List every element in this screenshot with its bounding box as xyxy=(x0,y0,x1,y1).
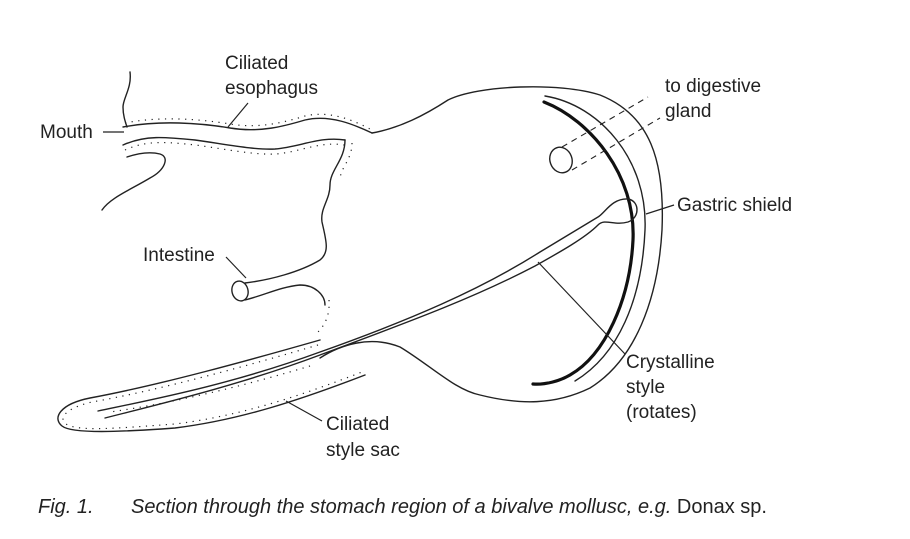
caption-genus: Donax sp. xyxy=(677,496,767,518)
label-crystalline-1: Crystalline xyxy=(626,352,715,373)
label-style-sac-2: style sac xyxy=(326,440,400,461)
esophagus-upper-wall xyxy=(122,117,373,134)
label-ciliated-esophagus-1: Ciliated xyxy=(225,53,288,74)
intestine-cilia xyxy=(339,142,353,181)
gastric-shield-leader xyxy=(645,204,675,215)
esophagus-leader xyxy=(227,102,249,128)
caption-text: Section through the stomach region of a … xyxy=(131,496,671,518)
stomach-inner-lining xyxy=(544,95,646,382)
label-mouth: Mouth xyxy=(40,122,93,143)
digestive-duct-upper xyxy=(561,96,649,148)
esophagus-lower-cilia xyxy=(124,141,345,155)
crystalline-style xyxy=(97,198,638,419)
crystalline-leader xyxy=(537,261,626,355)
label-ciliated-esophagus-2: esophagus xyxy=(225,78,318,99)
esophagus-upper-cilia xyxy=(124,113,371,130)
intestine-leader xyxy=(225,256,247,279)
style-sac-cilia xyxy=(62,344,363,430)
mouth-lower-lip xyxy=(101,152,166,211)
esophagus-lower-wall xyxy=(122,136,346,150)
figure-caption: Fig. 1. Section through the stomach regi… xyxy=(38,496,767,518)
label-style-sac-1: Ciliated xyxy=(326,414,389,435)
label-intestine: Intestine xyxy=(143,245,215,266)
gastric-shield xyxy=(531,100,635,386)
label-crystalline-2: style xyxy=(626,377,665,398)
style-sac-outer xyxy=(57,339,366,433)
caption-number: Fig. 1. xyxy=(38,496,94,518)
stomach-outer-wall xyxy=(319,86,664,403)
intestine-opening xyxy=(231,280,249,302)
style-sac-leader xyxy=(285,400,323,422)
intestine-wall xyxy=(244,139,346,284)
digestive-duct-opening xyxy=(549,146,573,174)
intestine-tube xyxy=(244,284,326,306)
label-gastric-shield: Gastric shield xyxy=(677,195,792,216)
intestine-lower-cilia xyxy=(317,299,330,333)
digestive-duct-lower xyxy=(571,117,661,171)
label-to-digestive-2: gland xyxy=(665,101,712,122)
label-crystalline-3: (rotates) xyxy=(626,402,697,423)
label-to-digestive-1: to digestive xyxy=(665,76,761,97)
mouth-upper-lip xyxy=(122,71,131,128)
